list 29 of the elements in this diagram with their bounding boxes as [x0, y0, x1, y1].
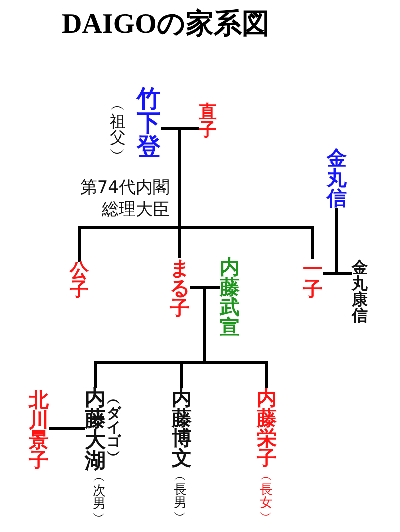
name-label: 北川景子 [29, 390, 49, 470]
note-label: ︵祖父︶ [110, 98, 126, 162]
connector-line [178, 129, 182, 228]
connector-line [178, 228, 182, 258]
name-label: 内藤大湖 [85, 388, 106, 472]
name-label: 公子 [70, 262, 89, 300]
note-label: ︵長男︶ [174, 471, 187, 523]
name-label: 内藤博文 [172, 388, 192, 468]
name-label: 竹下登 [137, 87, 161, 159]
name-label: まる子 [170, 258, 190, 318]
name-label: 金丸信 [327, 148, 347, 208]
name-label: 金丸康信 [352, 260, 368, 324]
connector-line [49, 428, 85, 430]
connector-line [78, 226, 180, 262]
connector-line [205, 362, 268, 388]
name-label: 直子 [199, 104, 217, 140]
connector-line [190, 286, 220, 290]
connector-line [180, 226, 314, 259]
note-label: ︵長女︶ [260, 471, 273, 523]
name-label: 内藤武宣 [220, 257, 240, 337]
title: DAIGOの家系図 [62, 10, 270, 41]
note-label: ︵ダイゴ︶ [107, 393, 121, 463]
connector-line [180, 362, 205, 388]
note-label: ︵次男︶ [93, 472, 106, 524]
connector-line [204, 288, 206, 363]
note-label: 第74代内閣総理大臣 [79, 177, 170, 221]
connector-line [161, 128, 199, 130]
name-label: 内藤栄子 [257, 388, 277, 468]
name-label: 一子 [303, 259, 323, 299]
